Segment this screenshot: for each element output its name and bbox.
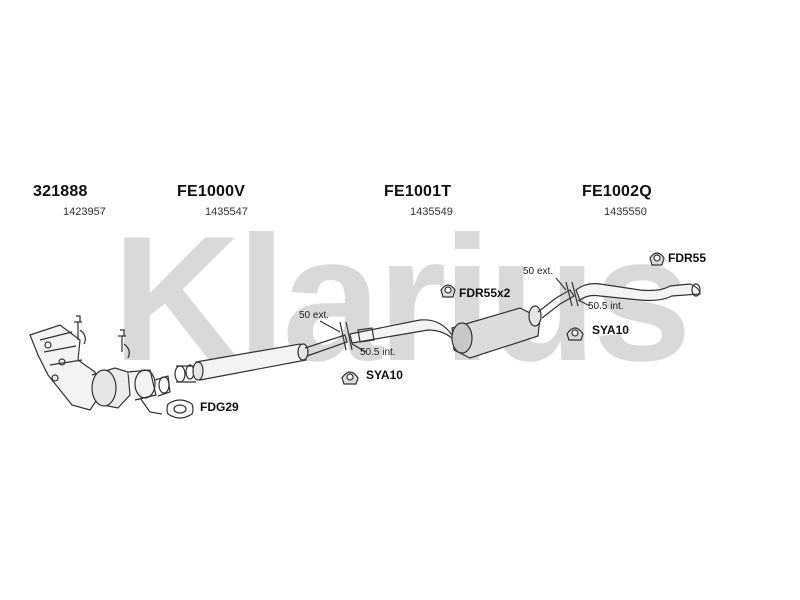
center-pipe-fe1001t xyxy=(349,289,575,359)
part-code-3: FE1001T xyxy=(384,183,452,200)
part-code-2: FE1000V xyxy=(177,183,246,200)
mounting-fdr55-icon xyxy=(649,252,665,266)
part-number-1: 1423957 xyxy=(63,206,106,218)
front-pipe-fe1000v xyxy=(192,334,348,381)
mounting-sya10-right-icon xyxy=(566,327,584,341)
fitting-label-sya10-left: SYA10 xyxy=(366,368,403,382)
fitting-label-fdg29: FDG29 xyxy=(200,400,239,414)
catalytic-converter-manifold xyxy=(29,315,171,415)
joint-note-right-int: 50.5 int. xyxy=(588,301,624,312)
joint-left xyxy=(319,320,367,353)
mounting-fdr55x2-icon xyxy=(440,284,456,298)
fitting-label-fdr55: FDR55 xyxy=(668,251,707,265)
part-code-1: 321888 xyxy=(33,183,88,200)
joint-note-left-ext: 50 ext. xyxy=(299,310,330,321)
flange-clamp xyxy=(174,364,196,383)
rear-pipe-fe1002q xyxy=(575,283,701,302)
mounting-sya10-left-icon xyxy=(341,371,359,385)
gasket-fdg29-icon xyxy=(166,399,194,419)
fitting-label-sya10-right: SYA10 xyxy=(592,323,629,337)
joint-right xyxy=(555,277,591,307)
part-number-2: 1435547 xyxy=(205,206,248,218)
part-number-3: 1435549 xyxy=(410,206,453,218)
part-code-4: FE1002Q xyxy=(582,183,652,200)
part-number-4: 1435550 xyxy=(604,206,647,218)
fitting-label-fdr55x2: FDR55x2 xyxy=(459,286,511,300)
joint-note-right-ext: 50 ext. xyxy=(523,266,554,277)
joint-note-left-int: 50.5 int. xyxy=(360,347,396,358)
